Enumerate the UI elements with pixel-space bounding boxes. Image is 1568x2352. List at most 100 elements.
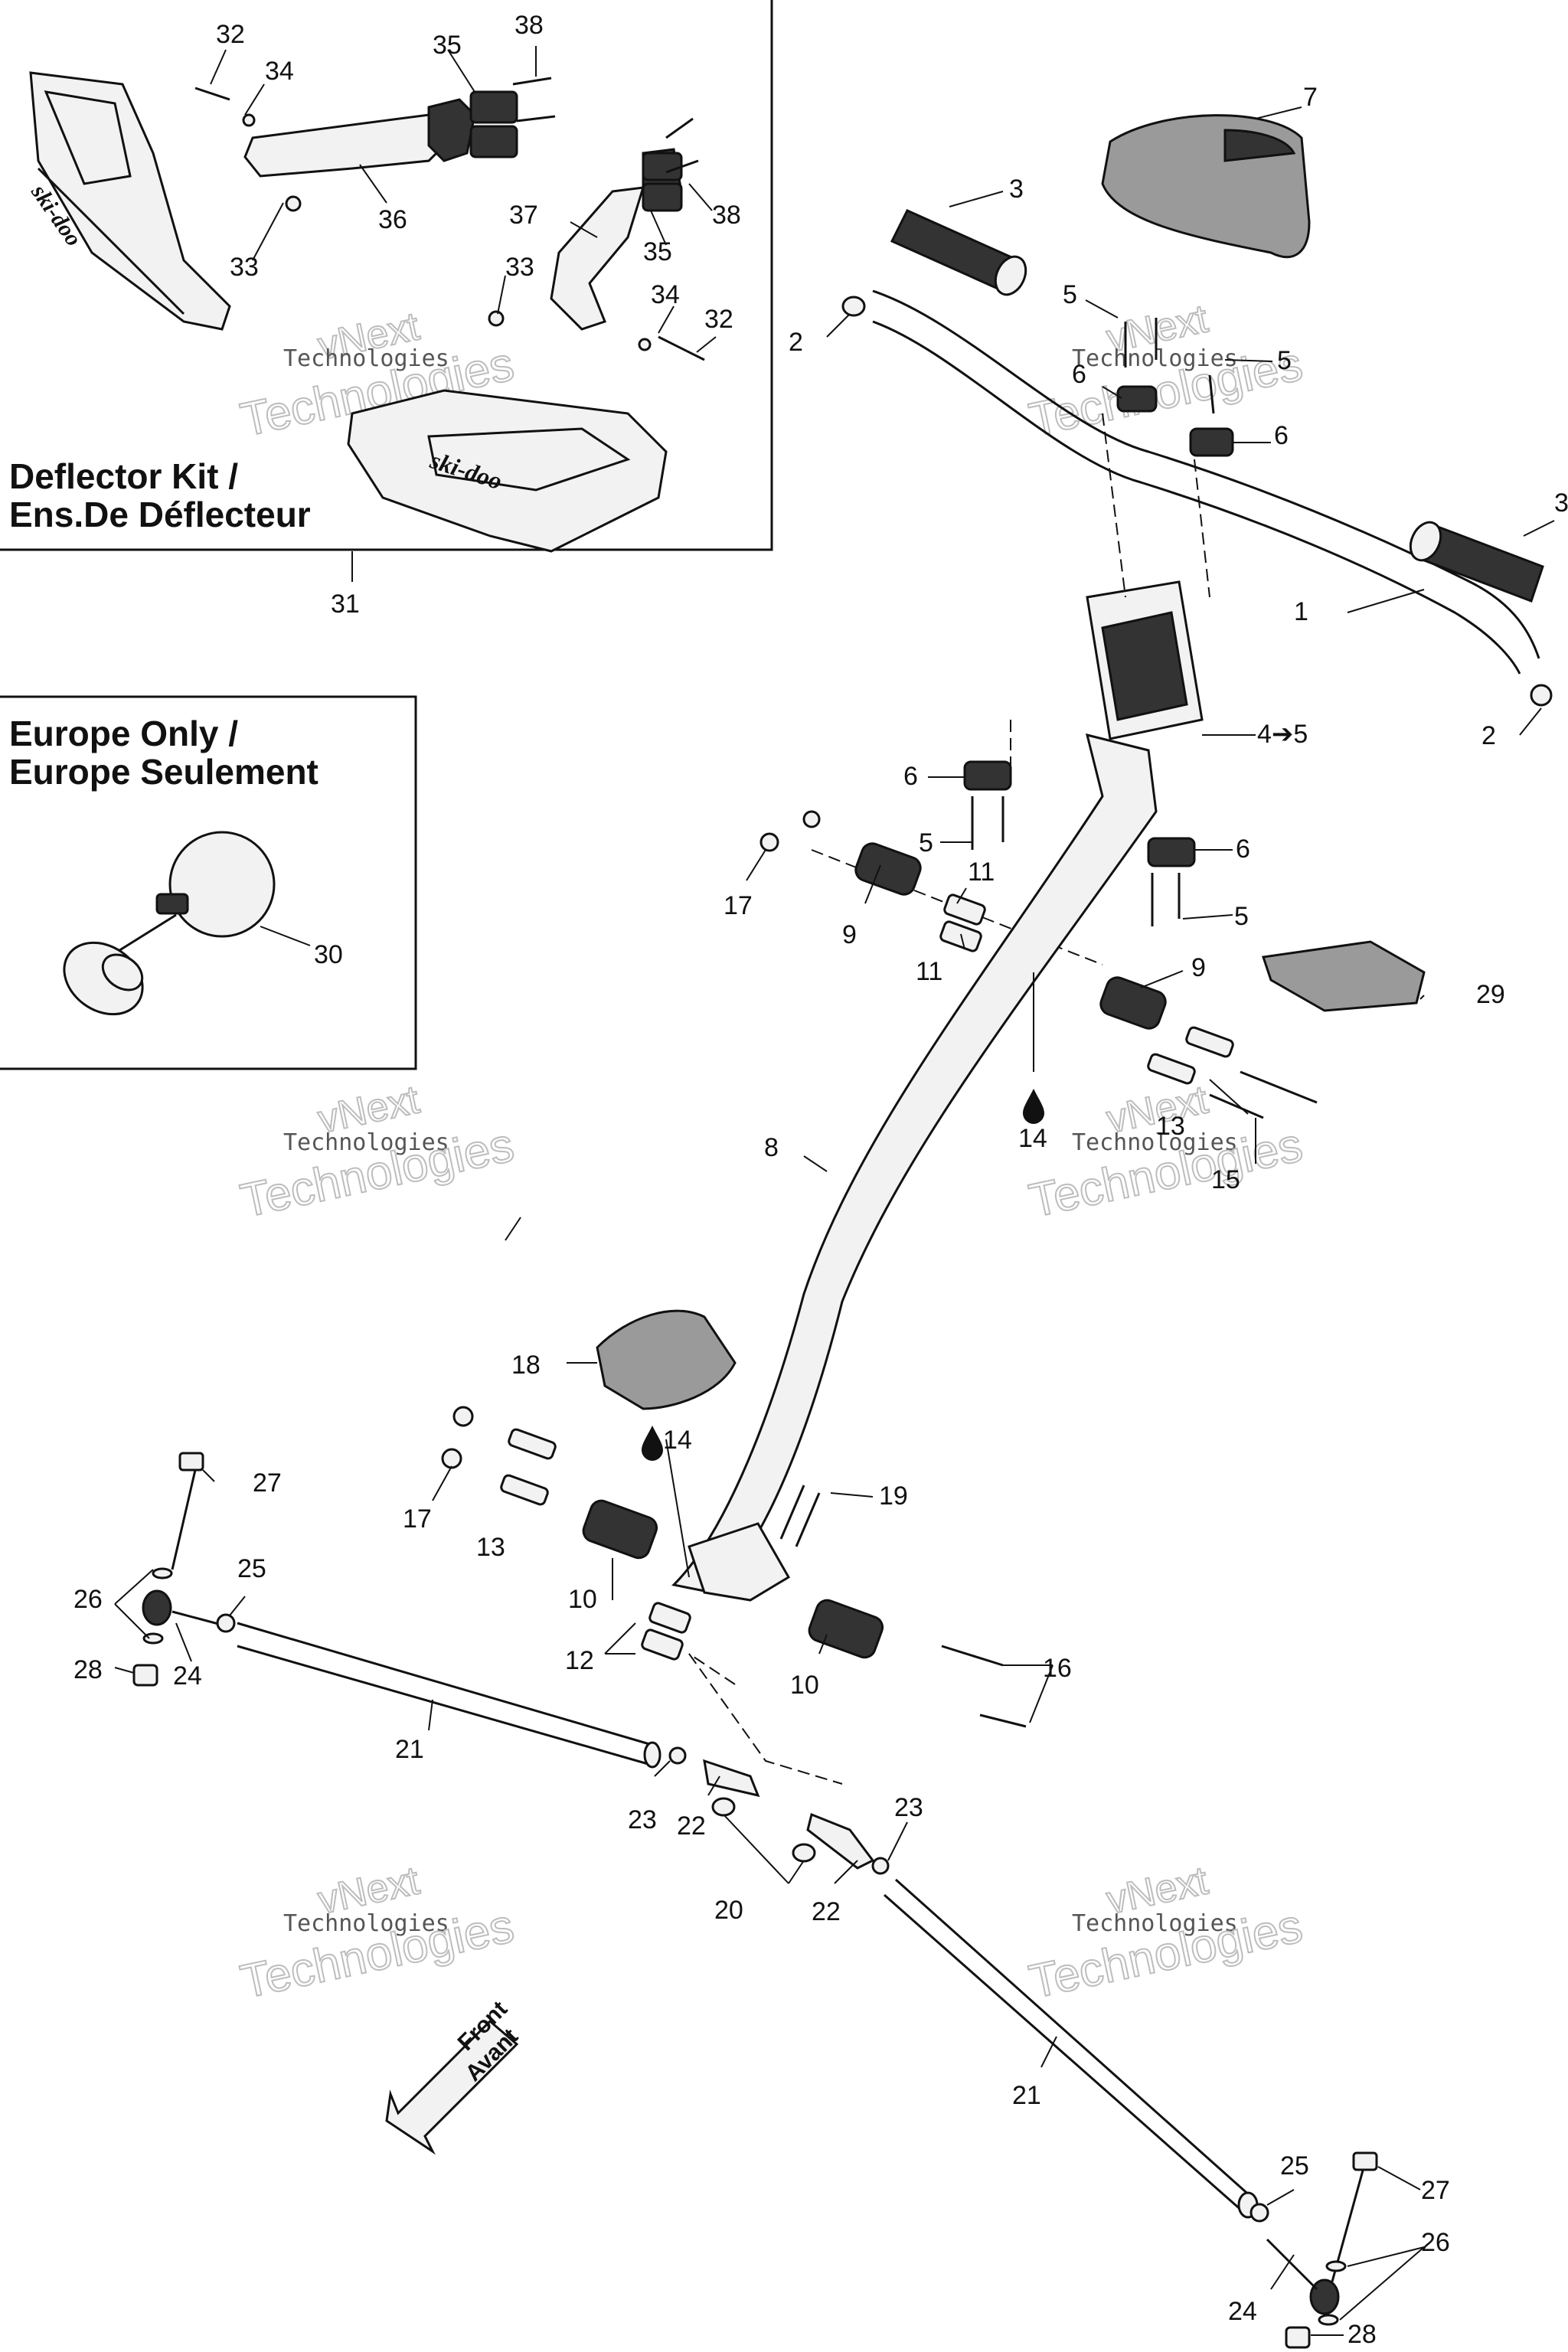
callout-3: 3 (1009, 175, 1024, 204)
callout-28: 28 (74, 1655, 103, 1684)
blocks-9 (854, 842, 1167, 1030)
oil-drop-icon (642, 1426, 663, 1461)
callout-10: 10 (568, 1585, 597, 1614)
callout-6: 6 (903, 762, 918, 791)
svg-text:Technologies: Technologies (283, 1910, 449, 1937)
callout-33: 33 (230, 253, 259, 282)
callout-5: 5 (1063, 280, 1077, 309)
cover-18 (596, 1309, 737, 1410)
svg-text:Technologies: Technologies (283, 345, 449, 372)
tie-rod-left-21 (237, 1622, 662, 1769)
svg-text:Technologies: Technologies (1072, 1129, 1238, 1156)
leader-lines (114, 46, 1555, 2336)
callout-26: 26 (1421, 2228, 1450, 2257)
callout-25: 25 (1280, 2151, 1309, 2180)
callout-12: 12 (565, 1646, 594, 1675)
handlebar-1 (872, 289, 1540, 675)
callout-24: 24 (173, 1661, 202, 1690)
callout-17: 17 (724, 891, 753, 920)
bushings-11-12 (641, 893, 986, 1661)
callout-6: 6 (1072, 360, 1086, 389)
callout-35: 35 (643, 237, 672, 266)
callout-2: 2 (789, 328, 803, 357)
callout-23: 23 (894, 1793, 923, 1822)
nuts-25-28 (132, 1613, 1311, 2349)
callout-20: 20 (714, 1896, 743, 1925)
callout-35: 35 (433, 31, 462, 60)
riser-4 (1086, 580, 1204, 740)
callout-11: 11 (968, 858, 995, 887)
callout-34: 34 (265, 57, 294, 86)
callout-34: 34 (651, 280, 680, 309)
callout-3: 3 (1554, 488, 1568, 518)
callout-27: 27 (253, 1468, 282, 1498)
callout-33: 33 (505, 253, 534, 282)
callout-2: 2 (1481, 721, 1496, 750)
bolts-5 (971, 318, 1215, 926)
callouts: 1 2 2 3 3 4➔5 5 5 5 5 6 6 6 6 7 8 9 9 10… (74, 11, 1568, 2349)
clamps-6 (963, 385, 1234, 867)
callout-32: 32 (216, 20, 245, 49)
callout-22: 22 (812, 1897, 841, 1926)
callout-15: 15 (1211, 1165, 1240, 1194)
watermark-4: vNext Technologies Technologies (1024, 1076, 1308, 1228)
callout-6: 6 (1274, 421, 1289, 450)
front-arrow: Front Avant (385, 1996, 523, 2155)
svg-text:Technologies: Technologies (283, 1129, 449, 1156)
clamps-35 (469, 90, 683, 212)
callout-23: 23 (628, 1805, 657, 1834)
callout-21: 21 (395, 1735, 424, 1764)
end-plugs-2 (841, 296, 1553, 707)
callout-18: 18 (511, 1351, 541, 1380)
callout-5: 5 (1277, 346, 1292, 375)
callout-14: 14 (663, 1426, 692, 1455)
callout-16: 16 (1043, 1654, 1072, 1683)
deflector-kit-title-1: Deflector Kit / (9, 456, 238, 496)
callout-9: 9 (842, 920, 857, 949)
grips-3 (890, 209, 1544, 603)
callout-38: 38 (514, 11, 544, 40)
sleeves-13 (500, 1026, 1234, 1506)
callout-5: 5 (919, 828, 933, 858)
callout-8: 8 (764, 1133, 779, 1162)
bolts-27 (171, 1452, 1378, 2282)
callout-6: 6 (1236, 835, 1250, 864)
plate-29 (1262, 940, 1426, 1012)
bolts-15-16-19 (779, 1070, 1318, 1728)
callout-22: 22 (677, 1811, 706, 1841)
deflector-kit-inset: Deflector Kit / Ens.De Déflecteur (0, 0, 773, 551)
callout-30: 30 (314, 940, 343, 969)
callout-9: 9 (1191, 953, 1206, 982)
rod-ends (142, 1589, 1340, 2315)
blocks-10 (582, 1499, 884, 1659)
deflector-right: ski-doo (347, 389, 668, 553)
callout-4: 4➔5 (1257, 720, 1308, 749)
watermark-5: vNext Technologies Technologies (236, 1857, 519, 2009)
callout-5: 5 (1234, 902, 1249, 931)
callout-24: 24 (1228, 2297, 1257, 2326)
callout-11: 11 (916, 957, 942, 986)
callout-36: 36 (378, 205, 407, 234)
mirror-30 (63, 831, 276, 1016)
europe-only-title-1: Europe Only / (9, 714, 238, 753)
deflector-kit-title-2: Ens.De Déflecteur (9, 495, 311, 534)
deflector-left: ski-doo (26, 71, 231, 331)
callout-13: 13 (476, 1533, 505, 1562)
callout-10: 10 (790, 1671, 819, 1700)
oil-drop-icon (1023, 1089, 1044, 1124)
callout-27: 27 (1421, 2176, 1450, 2205)
callout-28: 28 (1348, 2320, 1377, 2349)
steering-arm-bracket (688, 1522, 791, 1602)
callout-37: 37 (509, 201, 538, 230)
pad-7 (1101, 114, 1311, 259)
callout-19: 19 (879, 1481, 908, 1511)
europe-only-title-2: Europe Seulement (9, 752, 318, 792)
nuts-17 (441, 810, 821, 1469)
callout-38: 38 (712, 201, 741, 230)
callout-29: 29 (1476, 980, 1505, 1009)
watermark-6: vNext Technologies Technologies (1024, 1857, 1308, 2009)
callout-32: 32 (704, 305, 733, 334)
deflector-bracket-36 (243, 98, 476, 178)
callout-1: 1 (1294, 597, 1308, 626)
